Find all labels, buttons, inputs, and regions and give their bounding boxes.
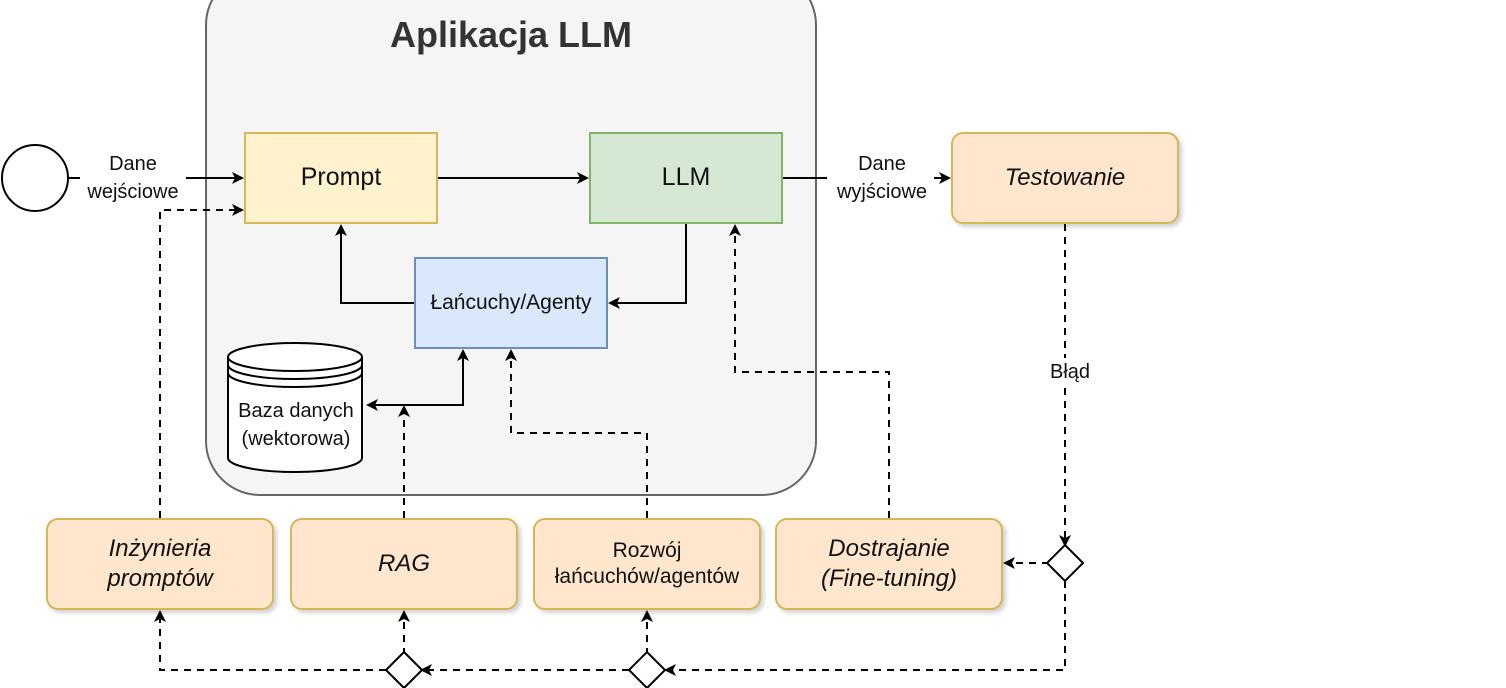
input-data-label-line2: wejściowe: [87, 181, 179, 203]
input-data-label-line1: Dane: [109, 153, 157, 175]
app-title: Aplikacja LLM: [389, 14, 633, 55]
decision-diamond-left: [384, 650, 424, 688]
input-data-label: Dane wejściowe: [78, 150, 188, 206]
edge-d3-left: [154, 610, 386, 671]
output-data-label-line1: Dane: [858, 153, 906, 175]
chain-development-line1: Rozwój: [612, 538, 682, 562]
database-label-line2: (wektorowa): [241, 428, 351, 450]
database-cylinder: [227, 342, 363, 473]
output-data-label-line2: wyjściowe: [836, 181, 928, 203]
decision-diamond-error: [1045, 543, 1085, 583]
prompt-engineering-node: Inżynieria promptów: [46, 518, 274, 610]
edge-chains-db: [366, 351, 464, 411]
database-label-line1: Baza danych: [238, 400, 354, 422]
chains-agents-node: Łańcuchy/Agenty: [414, 257, 608, 349]
finetuning-node: Dostrajanie (Fine-tuning): [775, 518, 1003, 610]
prompt-engineering-line2: promptów: [107, 565, 213, 592]
chain-development-line2: łańcuchów/agentów: [554, 565, 740, 588]
edge-decision-down: [664, 581, 1066, 676]
database-label: Baza danych (wektorowa): [226, 397, 366, 453]
llm-node: LLM: [589, 132, 783, 224]
output-data-label: Dane wyjściowe: [822, 150, 942, 206]
finetuning-line1: Dostrajanie: [828, 535, 950, 562]
start-node: [1, 144, 69, 212]
decision-diamond-middle: [627, 650, 667, 688]
rag-node: RAG: [290, 518, 518, 610]
edge-finetune-to-llm: [729, 224, 890, 518]
error-label: Błąd: [1030, 358, 1110, 386]
edge-chains-to-prompt: [335, 224, 414, 304]
prompt-node: Prompt: [244, 132, 438, 224]
edge-chaindev-to-chains: [505, 349, 648, 518]
finetuning-line2: (Fine-tuning): [820, 565, 958, 592]
testing-node: Testowanie: [951, 132, 1179, 224]
prompt-engineering-line1: Inżynieria: [108, 535, 212, 562]
chain-development-node: Rozwój łańcuchów/agentów: [533, 518, 761, 610]
edge-llm-to-chains: [608, 224, 687, 309]
